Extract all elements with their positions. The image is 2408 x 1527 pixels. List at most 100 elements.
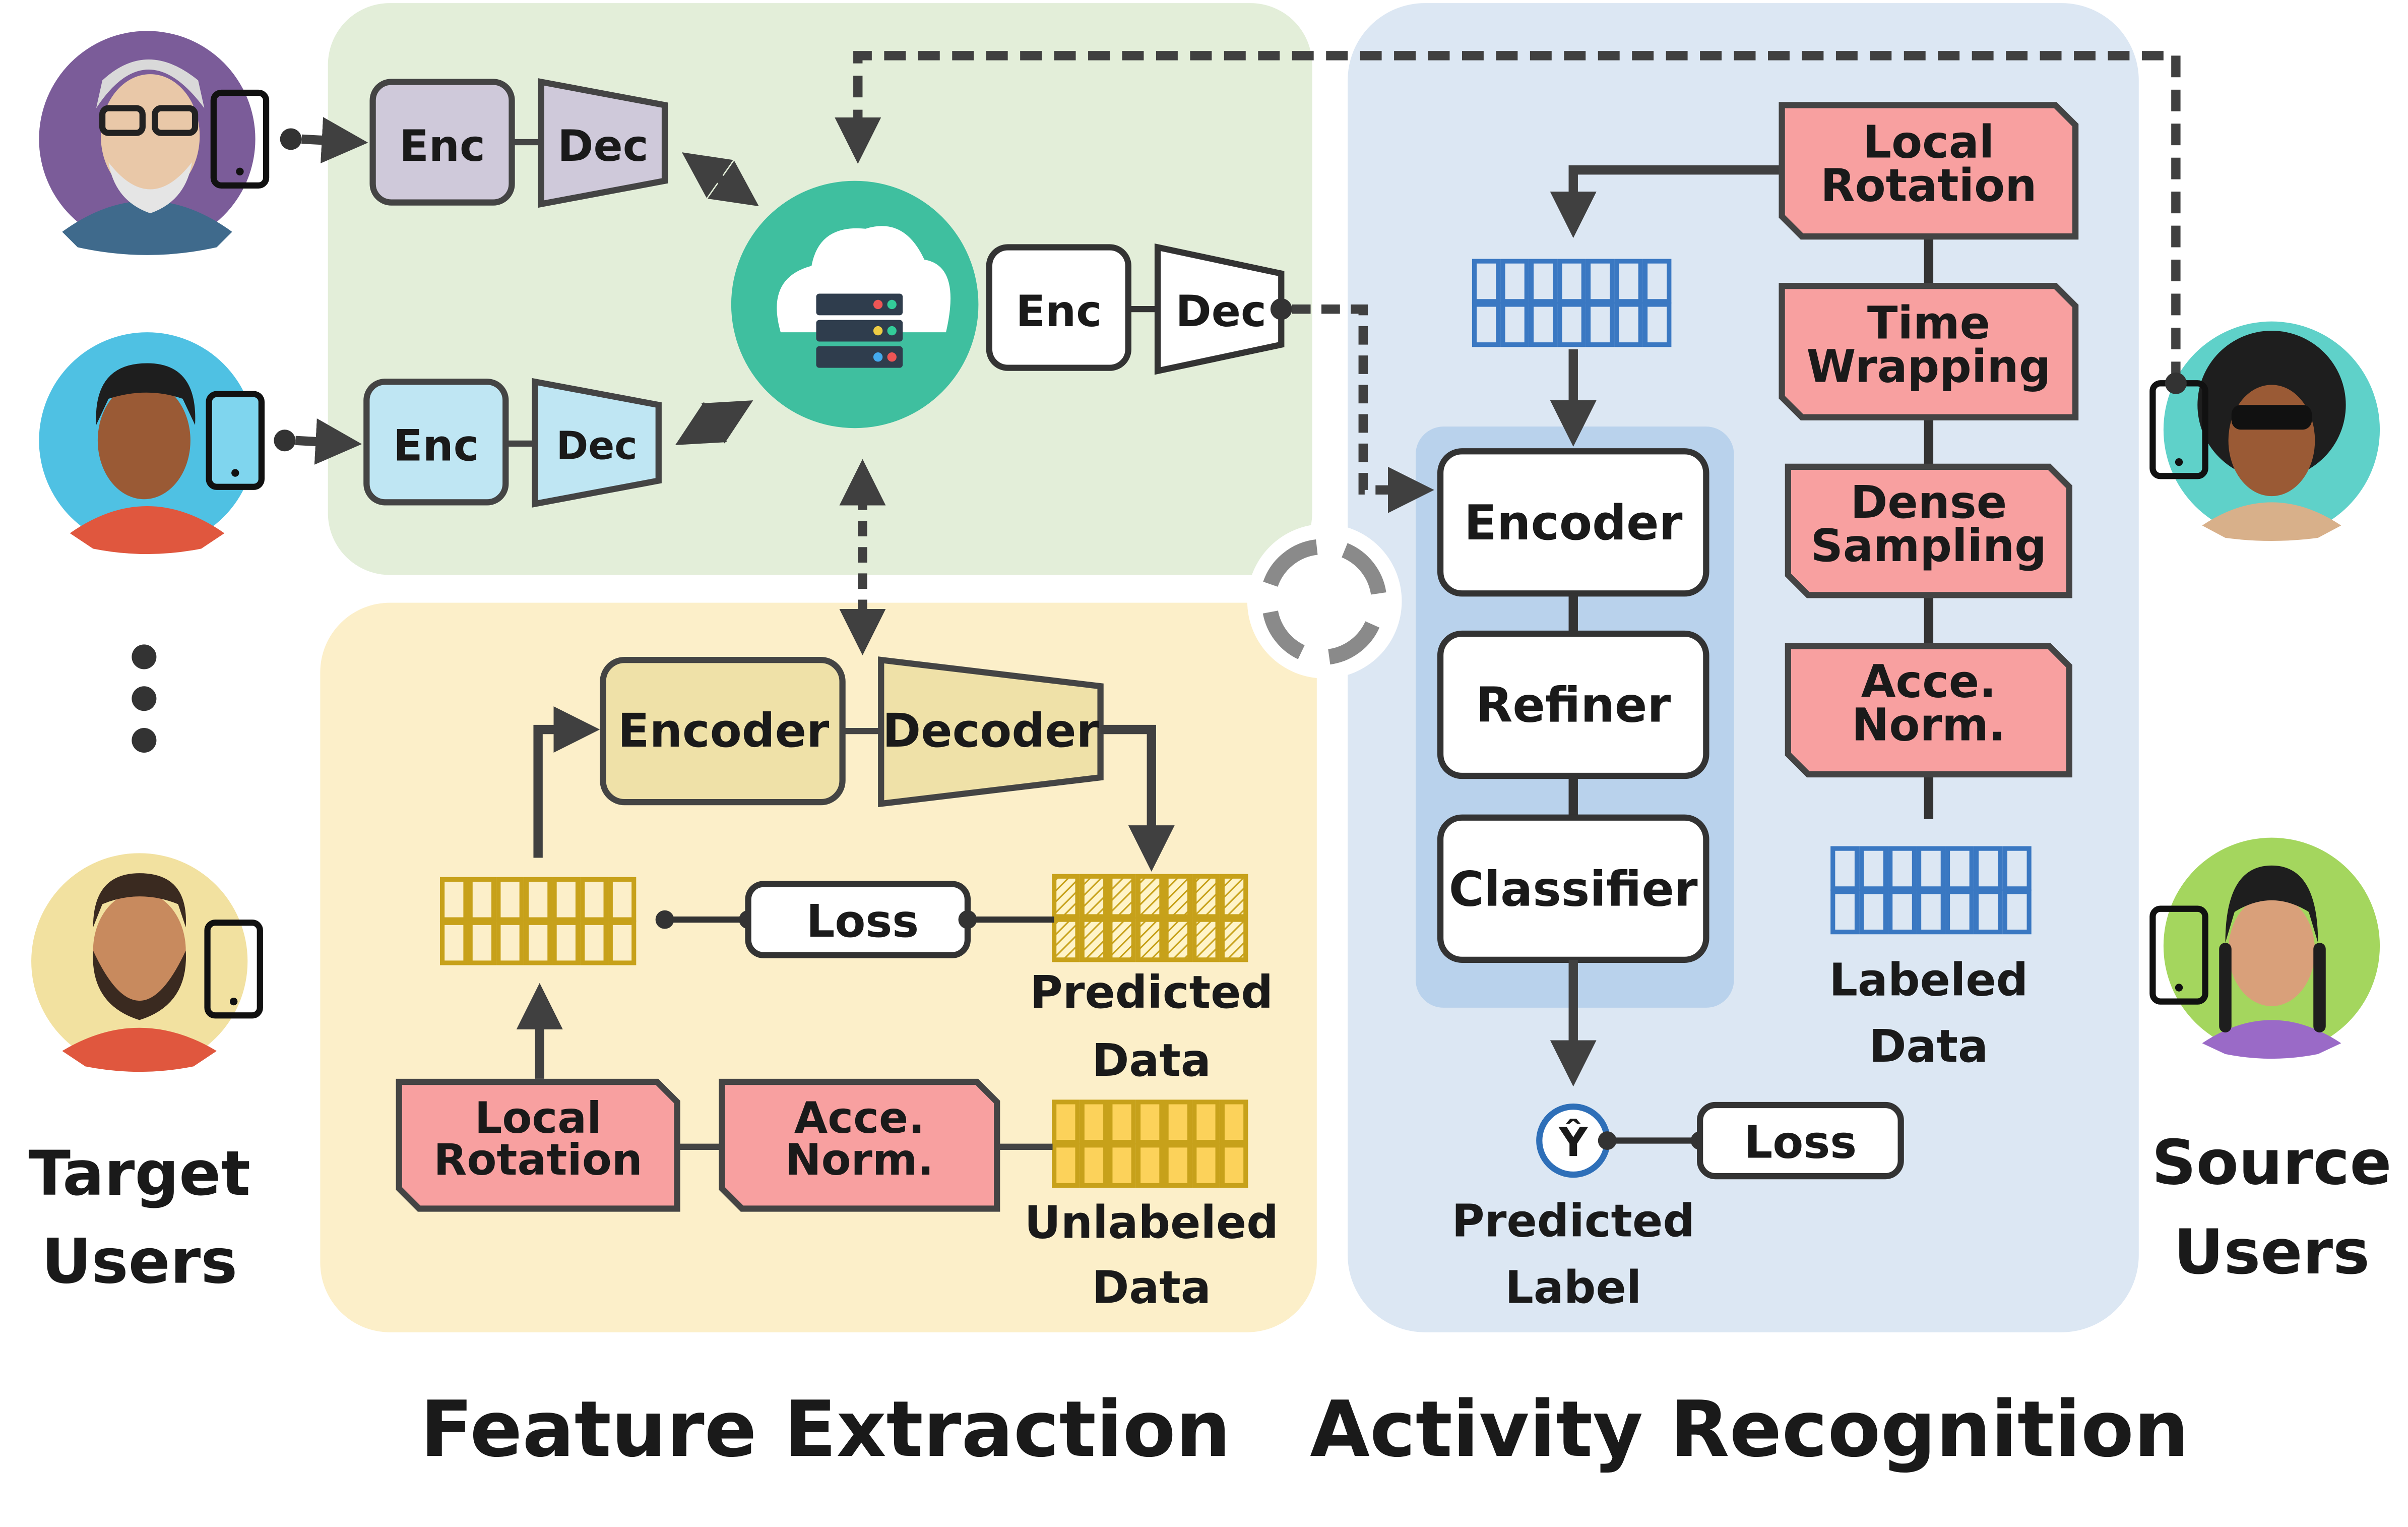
ar-aug-dense-sampling (1785, 463, 2072, 598)
embedding-cell (439, 920, 468, 965)
predicted-label-line2: Label (1505, 1261, 1641, 1313)
ar-aug-2-line2: Wrapping (1806, 340, 2051, 392)
ar-loss-label: Loss (1744, 1116, 1857, 1168)
predicted-data-cell (1080, 874, 1108, 919)
embedding-cell (552, 877, 581, 922)
predicted-data-cell (1108, 874, 1136, 919)
predicted-label-line1: Predicted (1451, 1195, 1694, 1247)
embedding-cell (496, 920, 524, 965)
client2-server-arrow (675, 400, 753, 445)
unlabeled-data-cell (1080, 1100, 1108, 1145)
ar-arrow-aug-to-grid (1550, 165, 1782, 238)
client2-decoder (532, 378, 662, 508)
ar-input-cell (1472, 302, 1501, 347)
unlabeled-data-label-line1: Unlabeled (1025, 1196, 1279, 1249)
predicted-data-cell (1135, 917, 1164, 962)
embedding-cell (552, 920, 581, 965)
ar-aug-4-line1: Acce. (1861, 655, 1996, 708)
client2-decoder-label: Dec (556, 424, 638, 469)
labeled-data-grid (1830, 846, 2032, 935)
ar-loss-box (1696, 1102, 1904, 1180)
ar-encoder-label: Encoder (1464, 496, 1683, 551)
unlabeled-data-cell (1192, 1143, 1220, 1188)
activity-recognition-title: Activity Recognition (1310, 1385, 2189, 1475)
embedding-cell (524, 877, 552, 922)
labeled-data-cell (1859, 846, 1888, 891)
ar-input-cell (1614, 259, 1643, 304)
client1-encoder-label: Enc (399, 121, 485, 171)
ar-input-cell (1529, 259, 1558, 304)
labeled-data-label-line1: Labeled (1829, 953, 2028, 1006)
predicted-data-cell (1220, 874, 1248, 919)
ar-aug-4-line2: Norm. (1852, 699, 2006, 751)
labeled-data-cell (1945, 889, 1974, 935)
phone-icon (206, 391, 265, 490)
unlabeled-data-cell (1080, 1143, 1108, 1188)
fe-loss-dot-b (958, 910, 977, 929)
ar-input-cell (1557, 302, 1586, 347)
ar-input-cell (1642, 259, 1672, 304)
ar-input-cell (1557, 259, 1586, 304)
predicted-data-label-line1: Predicted (1030, 966, 1273, 1018)
fe-arrow-out-decoder (1100, 724, 1175, 872)
phone-icon (210, 89, 270, 189)
ar-refiner-label: Refiner (1476, 678, 1671, 734)
embedding-cell (608, 920, 637, 965)
ar-aug-1-line1: Local (1863, 116, 1994, 168)
client1-connector (280, 117, 368, 164)
unlabeled-data-cell (1164, 1143, 1192, 1188)
predicted-data-cell (1164, 917, 1192, 962)
ar-aug-1-line2: Rotation (1820, 159, 2037, 212)
labeled-data-cell (1974, 889, 2003, 935)
ar-loss-dot-a (1598, 1131, 1617, 1150)
avatar-bearded-man (31, 853, 248, 1072)
labeled-data-label-line2: Data (1869, 1020, 1988, 1072)
ar-aug-3-line1: Dense (1851, 476, 2007, 528)
avatar-young-man (39, 332, 256, 555)
ar-input-cell (1586, 259, 1615, 304)
embedding-cell (608, 877, 637, 922)
sync-icon (1247, 524, 1402, 679)
client1-server-arrow (682, 152, 759, 207)
labeled-data-cell (1830, 889, 1860, 935)
ar-aug-3-line2: Sampling (1811, 519, 2047, 572)
labeled-data-cell (1888, 889, 1917, 935)
ar-input-cell (1529, 302, 1558, 347)
embedding-cell (439, 877, 468, 922)
ar-input-cell (1586, 302, 1615, 347)
embedding-grid (439, 877, 637, 965)
ar-classifier-label: Classifier (1449, 862, 1698, 918)
dashed-arrow-to-encoder (1292, 304, 1434, 513)
ar-input-cell (1500, 302, 1529, 347)
embedding-cell (524, 920, 552, 965)
ar-aug-2-line1: Time (1867, 296, 1990, 349)
unlabeled-data-cell (1135, 1143, 1164, 1188)
fe-aug-acce-norm-line1: Acce. (794, 1093, 925, 1143)
fe-decoder-label: Decoder (882, 704, 1100, 758)
predicted-data-cell (1108, 917, 1136, 962)
ar-input-grid (1472, 259, 1672, 347)
labeled-data-cell (1916, 846, 1945, 891)
target-users-label-line2: Users (41, 1226, 237, 1298)
fe-encoder-label: Encoder (618, 704, 830, 758)
predicted-data-cell (1164, 874, 1192, 919)
global-decoder (1154, 243, 1285, 375)
unlabeled-data-cell (1220, 1143, 1248, 1188)
embedding-cell (468, 877, 496, 922)
ar-input-cell (1642, 302, 1672, 347)
client1-decoder-label: Dec (557, 121, 648, 171)
source-users-label-line2: Users (2174, 1216, 2370, 1288)
labeled-data-cell (1859, 889, 1888, 935)
global-decoder-label: Dec (1176, 286, 1266, 337)
client1-decoder (538, 78, 668, 208)
fe-aug-acce-norm-line2: Norm. (785, 1135, 934, 1185)
predicted-data-cell (1192, 917, 1220, 962)
avatar-curly-woman (2163, 321, 2380, 541)
phone-icon (204, 920, 263, 1019)
embedding-cell (580, 877, 608, 922)
feature-extraction-title: Feature Extraction (420, 1385, 1231, 1475)
fe-aug-local-rotation-line2: Rotation (433, 1135, 643, 1185)
unlabeled-data-label-line2: Data (1092, 1261, 1211, 1313)
y-hat-label: Ŷ (1558, 1118, 1589, 1166)
